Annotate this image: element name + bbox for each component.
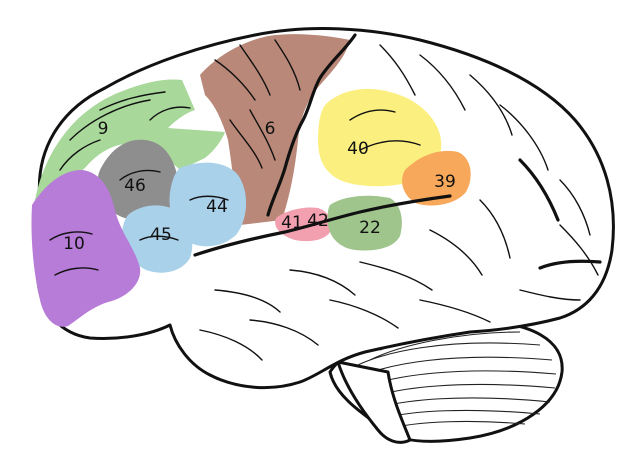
label-area-42: 42 [307, 211, 329, 231]
label-area-39: 39 [434, 172, 456, 192]
area-45-fill [121, 205, 193, 273]
area-46-fill [97, 139, 179, 221]
label-area-22: 22 [359, 218, 381, 238]
area-40-fill [318, 88, 442, 187]
label-area-10: 10 [63, 234, 85, 254]
cerebrum-outline [35, 27, 615, 390]
area-39-fill [402, 150, 471, 206]
central-sulcus [266, 33, 357, 217]
area-41-42-fill [275, 207, 332, 242]
label-area-40: 40 [347, 139, 369, 159]
region-fills [31, 34, 471, 327]
label-area-6: 6 [265, 119, 276, 139]
label-area-9: 9 [98, 119, 109, 139]
label-area-45: 45 [150, 225, 172, 245]
area-22-fill [327, 195, 402, 251]
lateral-sulcus [193, 194, 452, 257]
sulci [49, 33, 602, 361]
label-area-44: 44 [206, 197, 228, 217]
label-area-41: 41 [281, 213, 303, 233]
area-44-fill [169, 162, 247, 247]
label-area-46: 46 [124, 176, 146, 196]
region-labels: 9 6 40 46 39 44 10 45 41 42 22 [63, 119, 456, 254]
area-9-fill [35, 79, 225, 200]
area-10-fill [31, 170, 141, 327]
brainstem [336, 360, 412, 444]
